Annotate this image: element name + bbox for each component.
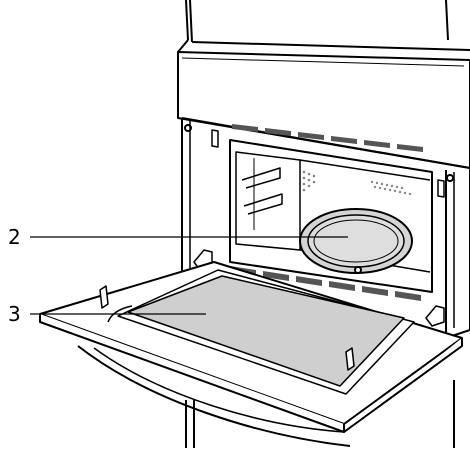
leader-lines [30, 236, 348, 315]
door-latches [99, 285, 355, 371]
door-glass-panel [127, 275, 405, 387]
top-vent-slots [232, 124, 423, 152]
control-panel [177, 51, 470, 169]
grill-mesh [302, 170, 412, 196]
callout-number-2: 2 [8, 225, 21, 249]
turntable-glass-tray [299, 208, 413, 274]
callout-number-3: 3 [8, 302, 21, 326]
